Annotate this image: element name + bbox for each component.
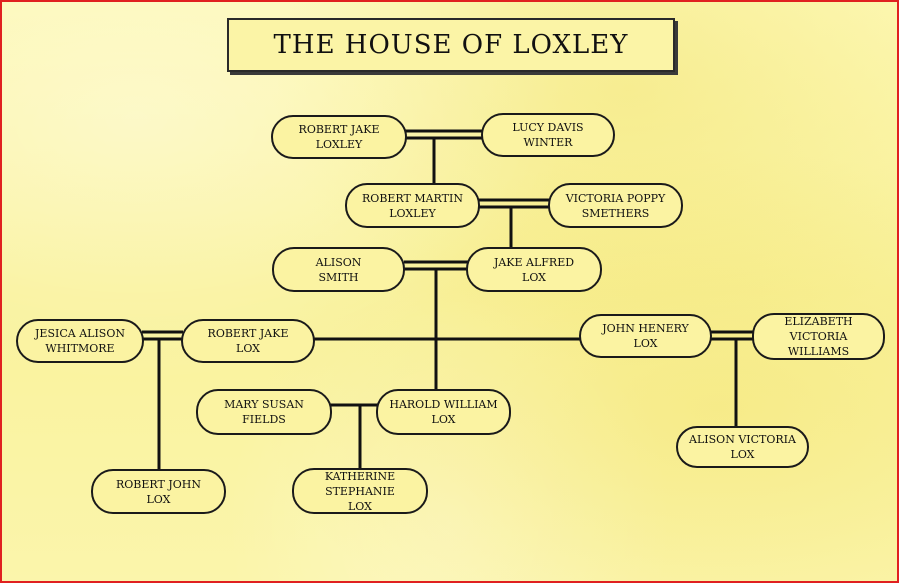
person-robert-john-lox: ROBERT JOHN LOX	[91, 469, 226, 514]
person-katherine-stephanie-lox: KATHERINE STEPHANIE LOX	[292, 468, 428, 514]
person-elizabeth-victoria-williams: ELIZABETH VICTORIA WILLIAMS	[752, 313, 885, 360]
person-victoria-poppy-smethers: VICTORIA POPPY SMETHERS	[548, 183, 683, 228]
person-alison-victoria-lox: ALISON VICTORIA LOX	[676, 426, 809, 468]
person-jesica-alison-whitmore: JESICA ALISON WHITMORE	[16, 319, 144, 363]
person-john-henery-lox: JOHN HENERY LOX	[579, 314, 712, 358]
person-robert-martin-loxley: ROBERT MARTIN LOXLEY	[345, 183, 480, 228]
person-robert-jake-lox: ROBERT JAKE LOX	[181, 319, 315, 363]
person-jake-alfred-lox: JAKE ALFRED LOX	[466, 247, 602, 292]
person-alison-smith: ALISON SMITH	[272, 247, 405, 292]
person-harold-william-lox: HAROLD WILLIAM LOX	[376, 389, 511, 435]
person-mary-susan-fields: MARY SUSAN FIELDS	[196, 389, 332, 435]
person-lucy-davis-winter: LUCY DAVIS WINTER	[481, 113, 615, 157]
page-title: THE HOUSE OF LOXLEY	[227, 18, 675, 72]
person-robert-jake-loxley: ROBERT JAKE LOXLEY	[271, 115, 407, 159]
